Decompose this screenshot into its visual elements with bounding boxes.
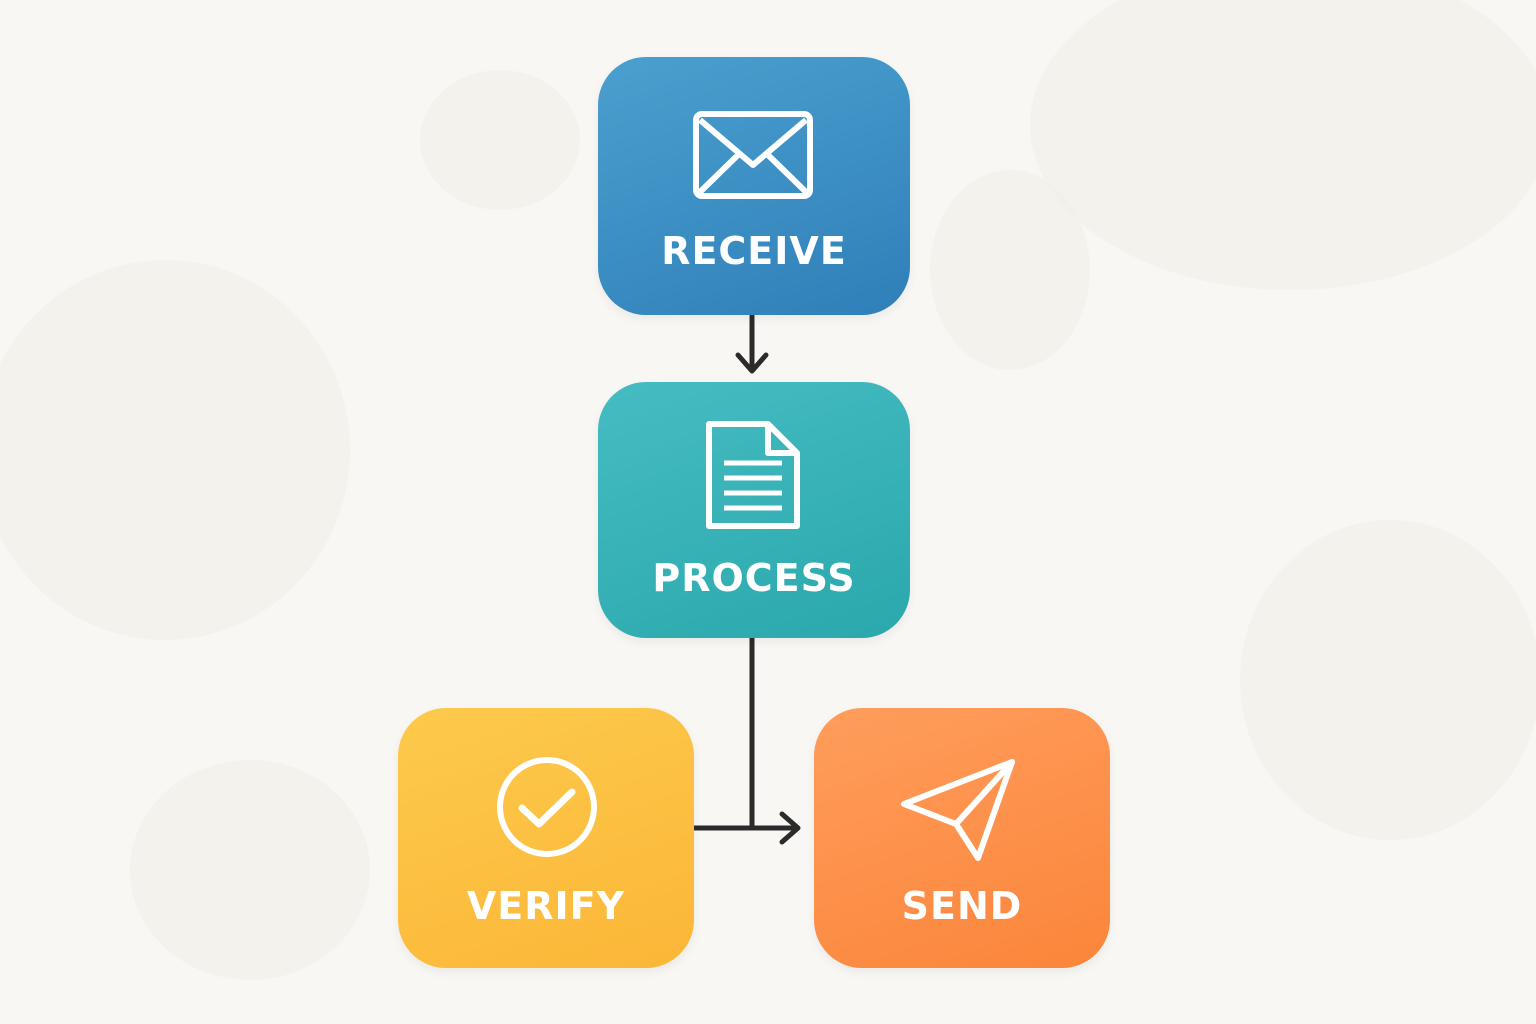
document-icon bbox=[706, 421, 800, 529]
node-label: RECEIVE bbox=[661, 229, 847, 273]
background-blob bbox=[130, 760, 370, 980]
node-label: SEND bbox=[901, 884, 1023, 928]
background-blob bbox=[930, 170, 1090, 370]
background-blob bbox=[1240, 520, 1536, 840]
check-circle-icon bbox=[497, 757, 597, 857]
node-process: PROCESS bbox=[598, 382, 910, 638]
arrowhead bbox=[779, 811, 801, 845]
node-label: PROCESS bbox=[652, 556, 856, 600]
node-send: SEND bbox=[814, 708, 1110, 968]
node-verify: VERIFY bbox=[398, 708, 694, 968]
arrow-receive-to-process bbox=[735, 313, 769, 374]
background-blob bbox=[420, 70, 580, 210]
node-label: VERIFY bbox=[466, 884, 626, 928]
arrowhead bbox=[735, 352, 769, 374]
envelope-icon bbox=[693, 111, 813, 199]
arrow-verify-to-send bbox=[691, 811, 801, 845]
paper-plane-icon bbox=[901, 759, 1015, 861]
background-blob bbox=[0, 260, 350, 640]
background-blob bbox=[1030, 0, 1536, 290]
node-receive: RECEIVE bbox=[598, 57, 910, 315]
